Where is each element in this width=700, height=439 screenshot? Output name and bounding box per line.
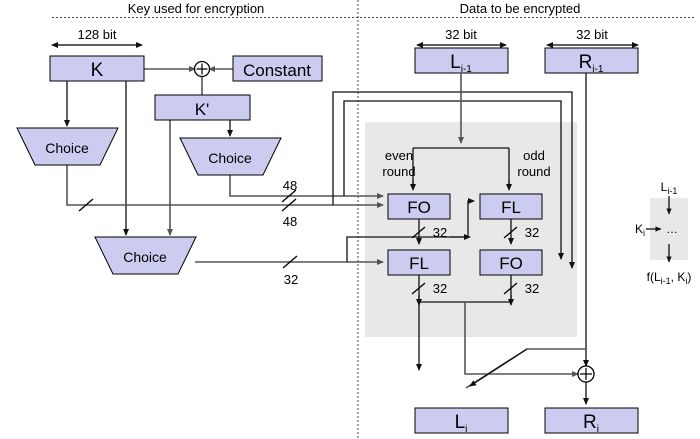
round-function-panel [365, 122, 577, 337]
block-fl-odd[interactable] [479, 193, 543, 220]
block-fl-even[interactable] [387, 249, 451, 276]
label-32-b: 32 [525, 225, 539, 240]
input-block-r-label: Ri-1 [579, 52, 604, 75]
key-block-kprime-label: K' [195, 100, 210, 119]
wire-r-crossover-bend [465, 348, 586, 389]
tick-32-b [503, 226, 518, 239]
legend-ellipsis: … [666, 222, 678, 236]
label-32-c: 32 [433, 281, 447, 296]
choice-bottom-label: Choice [123, 249, 167, 265]
legend-key-label: Ki [635, 222, 645, 238]
output-block-l[interactable] [414, 407, 509, 434]
wire-choice-left-out [66, 165, 333, 206]
xor-key-glyph [196, 63, 208, 75]
input-block-l[interactable] [414, 47, 509, 74]
block-fo-odd-label: FO [499, 254, 523, 273]
input-block-l-label: Li-1 [450, 52, 472, 75]
even-round-label-line2: round [382, 164, 415, 179]
constant-block[interactable] [232, 55, 323, 82]
block-fl-odd-label: FL [501, 198, 521, 217]
title-data-side: Data to be encrypted [460, 1, 581, 16]
bus-48-lower-route-odd-fo [332, 91, 575, 269]
label-48-upper: 48 [283, 178, 297, 193]
output-block-l-label: Li [455, 412, 468, 435]
dimension-128bit-label: 128 bit [77, 27, 116, 42]
bus-48-upper-route-odd-fo [343, 100, 564, 260]
choice-bottom[interactable] [94, 236, 197, 275]
output-block-r-label: Ri [583, 412, 599, 435]
input-block-r[interactable] [544, 47, 639, 74]
block-fl-even-label: FL [409, 254, 429, 273]
tick-48-upper [281, 189, 297, 203]
constant-block-label: Constant [243, 61, 311, 80]
label-32-a: 32 [433, 225, 447, 240]
label-32-d: 32 [525, 281, 539, 296]
choice-mid[interactable] [179, 137, 282, 176]
wire-round-output-to-xor [464, 302, 579, 377]
bus-32-route-odd-fl [346, 234, 471, 262]
dimension-32bit-right-label: 32 bit [576, 27, 608, 42]
tick-32-c [411, 282, 426, 295]
dimension-32bit-left-label: 32 bit [445, 27, 477, 42]
even-round-label-line1: even [385, 148, 413, 163]
key-block-k[interactable] [49, 55, 145, 82]
title-key-side: Key used for encryption [128, 1, 265, 16]
legend-input-label: Li-1 [661, 180, 678, 196]
label-32-key: 32 [284, 272, 298, 287]
label-48-lower: 48 [283, 214, 297, 229]
key-block-kprime[interactable] [154, 94, 251, 121]
legend-output-label: f(Li-1, Ki) [647, 270, 692, 286]
choice-left[interactable] [16, 127, 119, 166]
tick-32-d [503, 282, 518, 295]
key-block-k-label: K [91, 60, 104, 81]
wire-choice-mid-out [229, 175, 344, 197]
odd-round-label-line1: odd [523, 148, 545, 163]
tick-32-key [282, 255, 298, 269]
block-fo-even-label: FO [407, 198, 431, 217]
wire-crossover-to-l-out [469, 348, 528, 387]
choice-mid-label: Choice [208, 150, 252, 166]
tick-48-lower [78, 198, 94, 212]
xor-data-glyph [580, 368, 592, 380]
odd-round-label-line2: round [517, 164, 550, 179]
tick-32-a [411, 226, 426, 239]
output-block-r[interactable] [544, 407, 639, 434]
choice-left-label: Choice [45, 140, 89, 156]
wire-fo-even-branch-to-fl-odd [450, 198, 475, 238]
tick-48-lower-b [281, 198, 297, 212]
